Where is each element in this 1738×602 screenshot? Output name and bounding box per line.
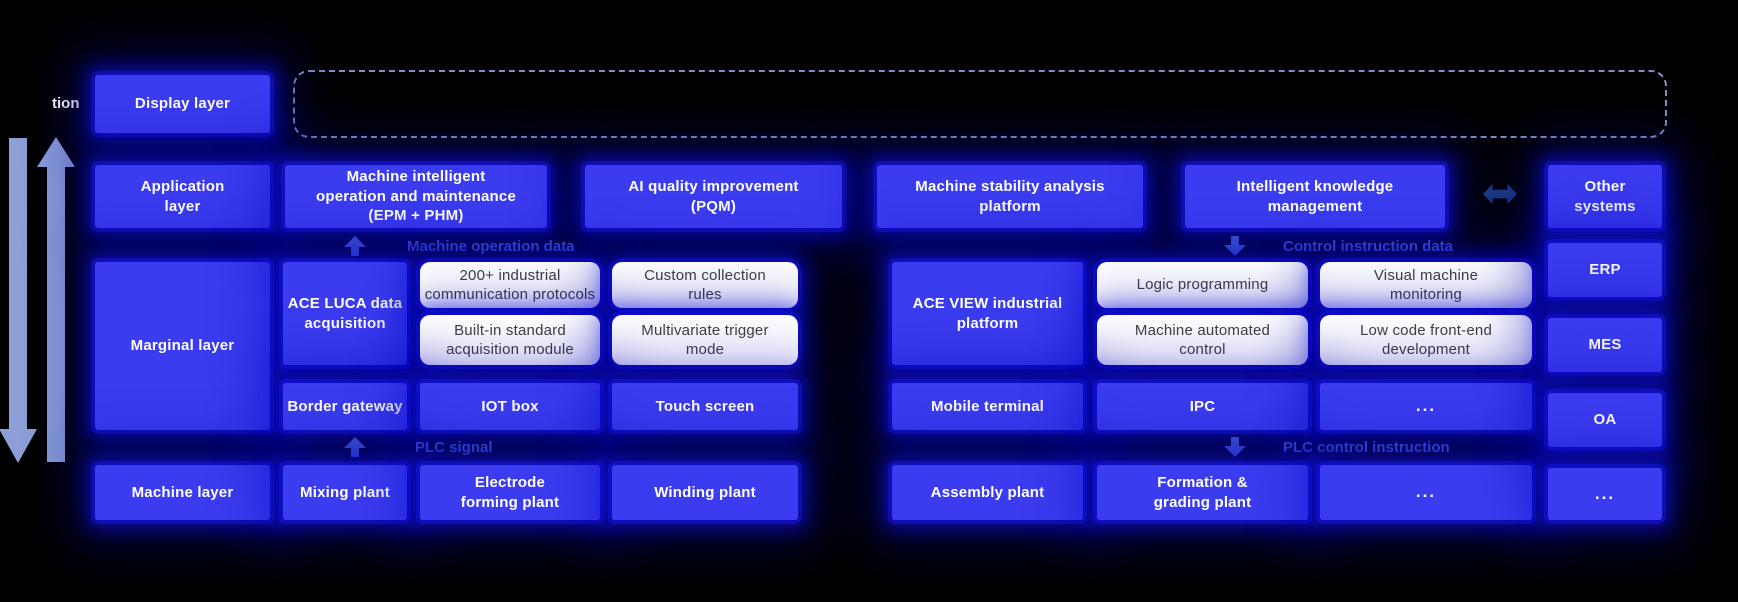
flow-down-arrow-icon <box>1224 236 1246 256</box>
system-more: ... <box>1548 468 1662 520</box>
device-border-gateway: Border gateway <box>283 383 407 430</box>
cap-visual-monitoring: Visual machine monitoring <box>1320 262 1532 308</box>
flow-up-arrow-icon <box>344 236 366 256</box>
layer-machine: Machine layer <box>95 465 270 520</box>
cap-auto-control: Machine automated control <box>1097 315 1308 365</box>
plant-assembly: Assembly plant <box>892 465 1083 520</box>
display-to-systems-dashed-frame <box>293 70 1667 138</box>
plant-formation: Formation & grading plant <box>1097 465 1308 520</box>
label-plc-control-instruction: PLC control instruction <box>1283 439 1450 456</box>
layer-application: Application layer <box>95 165 270 228</box>
label-machine-operation-data: Machine operation data <box>407 238 575 255</box>
platform-ace-view: ACE VIEW industrial platform <box>892 262 1083 365</box>
cap-multivariate-mode: Multivariate trigger mode <box>612 315 798 365</box>
device-touch-screen: Touch screen <box>612 383 798 430</box>
layer-marginal: Marginal layer <box>95 262 270 430</box>
flow-up-arrow-icon <box>344 437 366 457</box>
cap-custom-rules: Custom collection rules <box>612 262 798 308</box>
system-oa: OA <box>1548 393 1662 447</box>
cap-logic-programming: Logic programming <box>1097 262 1308 308</box>
clipped-label-tion: tion <box>52 95 80 112</box>
plant-more: ... <box>1320 465 1532 520</box>
system-erp: ERP <box>1548 243 1662 297</box>
cap-builtin-module: Built-in standard acquisition module <box>420 315 600 365</box>
flow-down-arrow-icon <box>1224 437 1246 457</box>
system-mes: MES <box>1548 318 1662 372</box>
device-more: ... <box>1320 383 1532 430</box>
layer-display: Display layer <box>95 75 270 133</box>
plant-mixing: Mixing plant <box>283 465 407 520</box>
plant-winding: Winding plant <box>612 465 798 520</box>
app-epm-phm: Machine intelligent operation and mainte… <box>285 165 547 228</box>
cap-protocols: 200+ industrial communication protocols <box>420 262 600 308</box>
plant-electrode: Electrode forming plant <box>420 465 600 520</box>
cap-low-code: Low code front-end development <box>1320 315 1532 365</box>
label-plc-signal: PLC signal <box>415 439 493 456</box>
platform-ace-luca: ACE LUCA data acquisition <box>283 262 407 365</box>
system-other: Other systems <box>1548 165 1662 228</box>
app-stability-platform: Machine stability analysis platform <box>877 165 1143 228</box>
app-ai-quality-pqm: AI quality improvement (PQM) <box>585 165 842 228</box>
app-knowledge-mgmt: Intelligent knowledge management <box>1185 165 1445 228</box>
bidirectional-arrow-icon <box>1483 183 1517 205</box>
device-iot-box: IOT box <box>420 383 600 430</box>
device-mobile-terminal: Mobile terminal <box>892 383 1083 430</box>
device-ipc: IPC <box>1097 383 1308 430</box>
label-control-instruction-data: Control instruction data <box>1283 238 1453 255</box>
